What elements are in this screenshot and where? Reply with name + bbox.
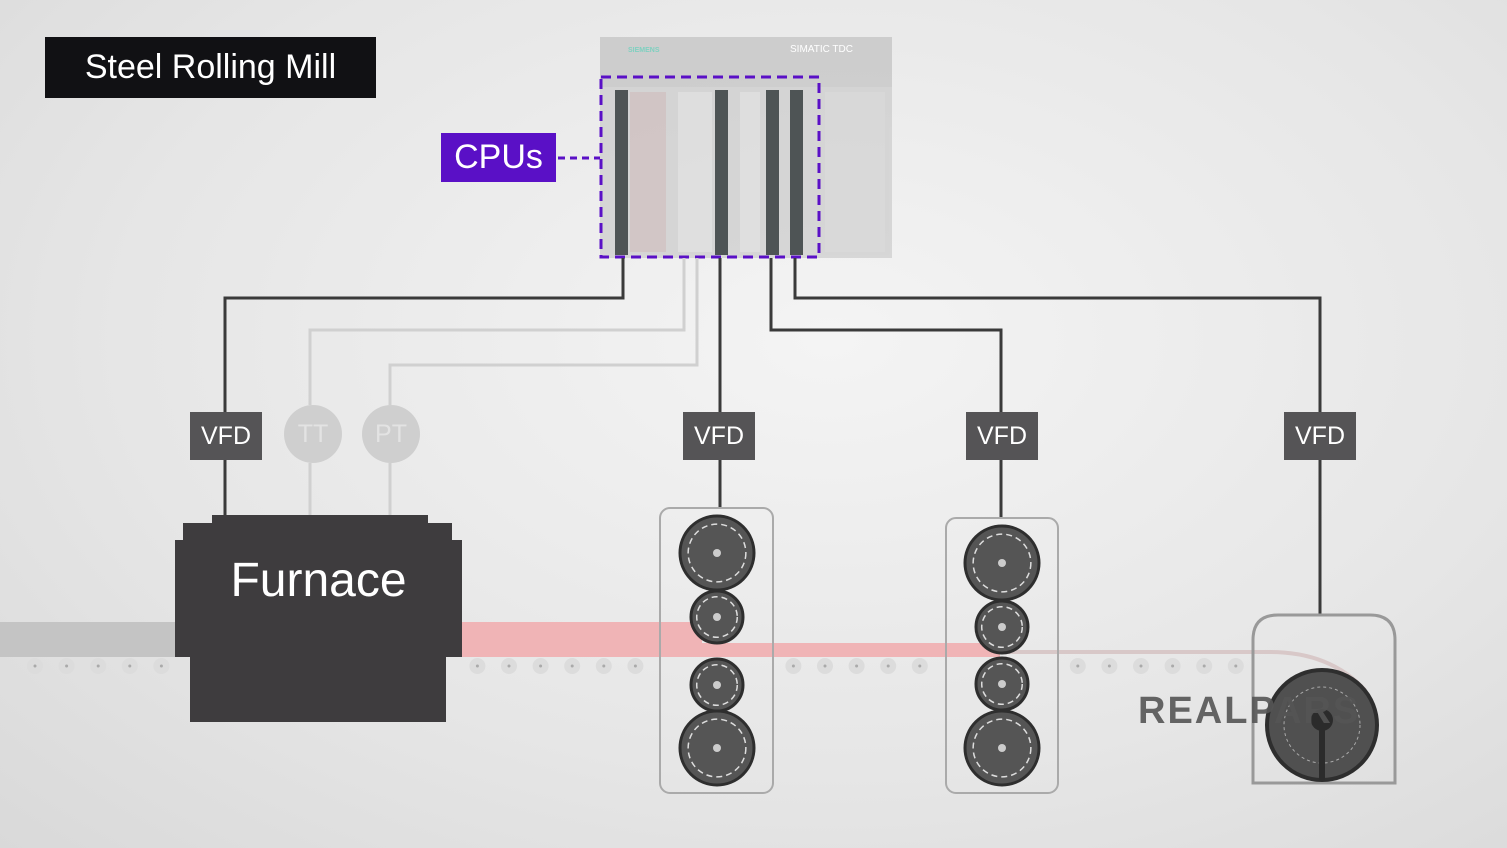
mill-stand-1 [659,507,774,794]
roller-axle [918,664,922,668]
mill-roll-axle [998,744,1006,752]
conveyor-rollers [27,658,1244,674]
mill-roll-ring [687,718,747,778]
mill-roll-ring [695,663,739,707]
mill-roll-ring [980,662,1024,706]
mill-roll-axle [998,559,1006,567]
roller-axle [886,664,890,668]
mill-roll-axle [998,680,1006,688]
instrument-wires [308,258,699,516]
roller-axle [1107,664,1111,668]
mill-roll-axle [713,744,721,752]
mill-roll-ring [980,605,1024,649]
cpu-modules [615,90,803,255]
drive-wires [223,258,1322,615]
roller-axle [96,664,100,668]
mill-rolls [678,514,1041,787]
roller-axle [475,664,479,668]
cpu-module-5 [715,90,728,255]
rack-brand: SIEMENS [628,47,660,54]
cpu-module-8 [790,90,803,255]
roller-axle [128,664,132,668]
temperature-transmitter: TT [284,405,342,463]
realpars-logo: REALPARS [1138,690,1361,732]
mill-roll-axle [998,623,1006,631]
mill-roll-axle [713,549,721,557]
mill-roll-ring [695,595,739,639]
vfd-stand-1: VFD [683,412,755,460]
roller-axle [791,664,795,668]
mill-roll-axle [713,613,721,621]
rack-model: SIMATIC TDC [790,44,853,55]
vfd-stand-2: VFD [966,412,1038,460]
roller-axle [159,664,163,668]
roller-axle [1202,664,1206,668]
cpu-module-1 [615,90,628,255]
furnace-label: Furnace [230,554,407,607]
coil-ring [1283,686,1361,764]
plc-rack [600,37,892,258]
hot-slab [462,622,702,657]
furnace [175,515,462,722]
roller-axle [570,664,574,668]
mill-roll-axle [713,681,721,689]
vfd-coiler: VFD [1284,412,1356,460]
cpu-highlight-box [599,75,821,259]
coiler-housing [1251,613,1397,785]
hot-strip [700,643,1000,657]
roller-axle [1171,664,1175,668]
roller-axle [507,664,511,668]
mill-stand-2 [945,517,1059,794]
mill-roll-ring [972,533,1032,593]
roller-axle [602,664,606,668]
roller-axle [1234,664,1238,668]
pressure-transmitter: PT [362,405,420,463]
roller-axle [633,664,637,668]
page-title: Steel Rolling Mill [45,37,376,98]
roller-axle [823,664,827,668]
roller-axle [855,664,859,668]
roller-axle [1076,664,1080,668]
roller-axle [539,664,543,668]
cold-slab [0,622,176,657]
roller-axle [65,664,69,668]
mill-roll-ring [687,523,747,583]
vfd-furnace: VFD [190,412,262,460]
cpus-label: CPUs [441,133,556,182]
mill-roll-ring [972,718,1032,778]
roller-axle [33,664,37,668]
roller-axle [1139,664,1143,668]
cpu-module-7 [766,90,779,255]
